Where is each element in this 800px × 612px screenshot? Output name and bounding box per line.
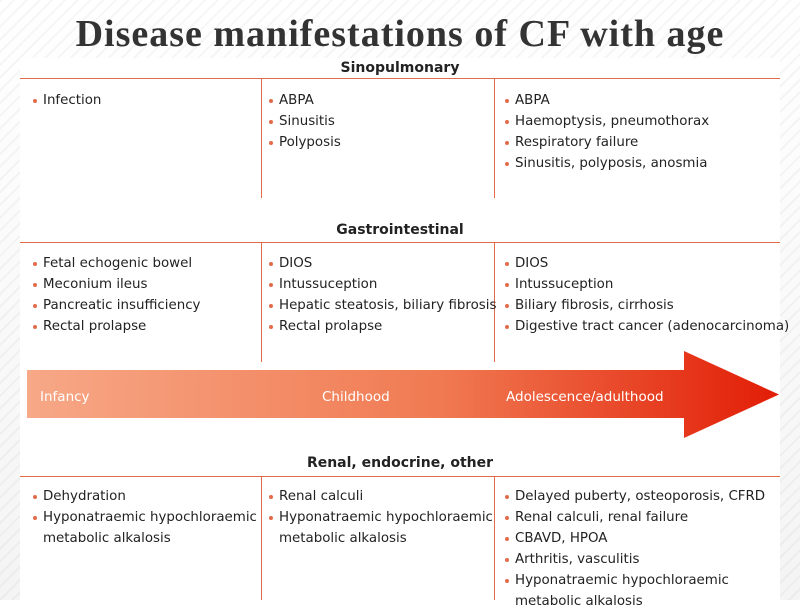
list-item: Rectal prolapse	[33, 316, 258, 337]
list-item-continuation: metabolic alkalosis	[269, 528, 494, 549]
sinopulmonary-infancy-list: Infection	[33, 90, 258, 111]
sinopulmonary-adult-list: ABPA Haemoptysis, pneumothorax Respirato…	[505, 90, 775, 174]
list-item: Arthritis, vasculitis	[505, 549, 775, 570]
gastrointestinal-adult-list: DIOS Intussuception Biliary fibrosis, ci…	[505, 253, 789, 337]
list-item: Infection	[33, 90, 258, 111]
sinopulmonary-childhood-list: ABPA Sinusitis Polyposis	[269, 90, 494, 153]
section-title-sinopulmonary: Sinopulmonary	[340, 60, 460, 76]
continuation-text: metabolic alkalosis	[43, 531, 171, 546]
gastrointestinal-childhood-list: DIOS Intussuception Hepatic steatosis, b…	[269, 253, 496, 337]
continuation-text: metabolic alkalosis	[515, 594, 643, 609]
column-divider	[494, 477, 495, 600]
list-item: Polyposis	[269, 132, 494, 153]
column-divider	[261, 477, 262, 600]
list-item: Fetal echogenic bowel	[33, 253, 258, 274]
list-item: ABPA	[505, 90, 775, 111]
continuation-text: metabolic alkalosis	[279, 531, 407, 546]
list-item: Respiratory failure	[505, 132, 775, 153]
list-item: Intussuception	[269, 274, 494, 295]
stage-label-infancy: Infancy	[40, 389, 90, 405]
column-divider	[494, 243, 495, 362]
list-item: Renal calculi	[269, 486, 494, 507]
list-item: Dehydration	[33, 486, 258, 507]
list-item: Hyponatraemic hypochloraemic	[33, 507, 258, 528]
list-item: Delayed puberty, osteoporosis, CFRD	[505, 486, 775, 507]
divider-line	[20, 78, 780, 79]
list-item: Hepatic steatosis, biliary fibrosis	[269, 295, 496, 316]
gastrointestinal-infancy-list: Fetal echogenic bowel Meconium ileus Pan…	[33, 253, 258, 337]
stage-label-adulthood: Adolescence/adulthood	[506, 389, 664, 405]
manifestations-panel: Sinopulmonary Infection ABPA Sinusitis P…	[20, 58, 789, 609]
list-item: Pancreatic insufficiency	[33, 295, 258, 316]
list-item: Sinusitis, polyposis, anosmia	[505, 153, 775, 174]
section-title-renal: Renal, endocrine, other	[306, 455, 494, 471]
list-item: Hyponatraemic hypochloraemic	[269, 507, 494, 528]
age-arrow: Infancy Childhood Adolescence/adulthood	[27, 351, 787, 438]
age-arrow-shape	[27, 351, 779, 438]
renal-adult-list: Delayed puberty, osteoporosis, CFRD Rena…	[505, 486, 775, 612]
list-item: Digestive tract cancer (adenocarcinoma)	[505, 316, 789, 337]
list-item: Intussuception	[505, 274, 775, 295]
list-item-continuation: metabolic alkalosis	[505, 591, 775, 612]
list-item: DIOS	[269, 253, 494, 274]
slide-title: Disease manifestations of CF with age	[75, 13, 725, 55]
column-divider	[261, 243, 262, 362]
list-item: Hyponatraemic hypochloraemic	[505, 570, 775, 591]
renal-infancy-list: Dehydration Hyponatraemic hypochloraemic…	[33, 486, 258, 549]
column-divider	[261, 79, 262, 198]
divider-line	[20, 242, 780, 243]
stage-label-childhood: Childhood	[322, 389, 390, 405]
list-item: CBAVD, HPOA	[505, 528, 775, 549]
list-item: Sinusitis	[269, 111, 494, 132]
section-title-gastrointestinal: Gastrointestinal	[336, 222, 464, 238]
divider-line	[20, 476, 780, 477]
list-item: Rectal prolapse	[269, 316, 494, 337]
list-item: Haemoptysis, pneumothorax	[505, 111, 775, 132]
renal-childhood-list: Renal calculi Hyponatraemic hypochloraem…	[269, 486, 494, 549]
list-item: ABPA	[269, 90, 494, 111]
column-divider	[494, 79, 495, 198]
list-item: Biliary fibrosis, cirrhosis	[505, 295, 775, 316]
list-item: DIOS	[505, 253, 775, 274]
list-item-continuation: metabolic alkalosis	[33, 528, 258, 549]
list-item: Meconium ileus	[33, 274, 258, 295]
list-item: Renal calculi, renal failure	[505, 507, 775, 528]
